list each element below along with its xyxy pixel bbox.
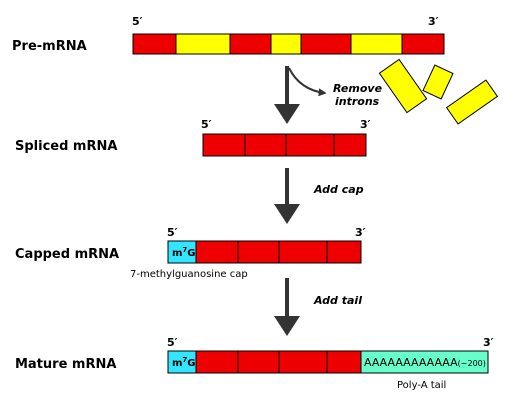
removed-intron: [378, 58, 428, 114]
step-label-add-tail: Add tail: [313, 294, 362, 307]
five-prime-label: 5′: [132, 15, 143, 28]
five-prime-label: 5′: [201, 118, 212, 131]
curved-arrow-icon: [288, 67, 327, 97]
stage-label-capped-mrna: Capped mRNA: [15, 247, 119, 262]
intron-segment: [270, 33, 302, 55]
down-arrow-icon: [274, 66, 300, 124]
capped-mrna-strand: m7G: [167, 240, 362, 264]
stage-label-pre-mrna: Pre-mRNA: [12, 39, 87, 54]
spliced-mrna-strand: [202, 133, 367, 157]
pre-mrna-strand: [132, 33, 445, 55]
exon-segment: [244, 133, 287, 157]
three-prime-label: 3′: [428, 15, 439, 28]
exon-segment: [237, 240, 280, 264]
exon-segment: [202, 133, 246, 157]
intron-segment: [350, 33, 403, 55]
exon-segment: [195, 350, 239, 374]
step-label-add-cap: Add cap: [313, 183, 364, 196]
five-prime-label: 5′: [167, 336, 178, 349]
three-prime-label: 3′: [360, 118, 371, 131]
step-label-remove: Remove: [333, 82, 383, 95]
three-prime-label: 3′: [483, 336, 494, 349]
exon-segment: [285, 133, 335, 157]
removed-intron: [445, 79, 499, 125]
exon-segment: [237, 350, 280, 374]
stage-label-mature-mrna: Mature mRNA: [15, 357, 116, 372]
cap-label: m7G: [172, 356, 196, 369]
removed-intron: [422, 64, 454, 100]
down-arrow-icon: [274, 278, 300, 336]
cap-label: m7G: [172, 246, 196, 259]
exon-segment: [326, 240, 362, 264]
poly-a-sequence: AAAAAAAAAAAA(∼200): [364, 356, 486, 369]
exon-segment: [132, 33, 177, 55]
poly-a-note: Poly-A tail: [397, 380, 446, 391]
five-prime-label: 5′: [167, 226, 178, 239]
step-label-introns: introns: [335, 95, 380, 108]
exon-segment: [401, 33, 445, 55]
exon-segment: [278, 350, 328, 374]
exon-segment: [326, 350, 362, 374]
exon-segment: [195, 240, 239, 264]
removed-introns: [378, 58, 499, 125]
stage-label-spliced-mrna: Spliced mRNA: [15, 139, 117, 154]
cap-note: 7-methylguanosine cap: [130, 269, 248, 280]
exon-segment: [278, 240, 328, 264]
exon-segment: [333, 133, 367, 157]
three-prime-label: 3′: [355, 226, 366, 239]
exon-segment: [229, 33, 272, 55]
exon-segment: [300, 33, 352, 55]
mature-mrna-strand: m7G AAAAAAAAAAAA(∼200): [167, 350, 489, 374]
poly-a-tail-box: [360, 350, 489, 374]
down-arrow-icon: [274, 168, 300, 224]
intron-segment: [175, 33, 231, 55]
